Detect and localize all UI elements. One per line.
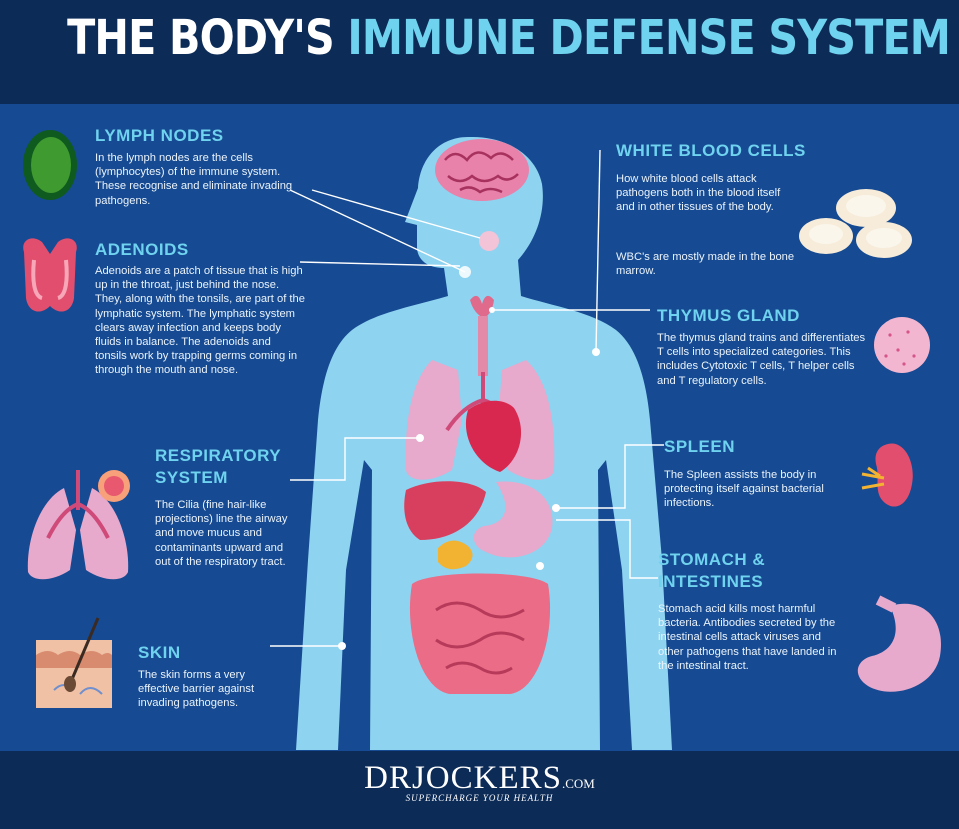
lymph-nodes-heading: LYMPH NODES [95, 126, 224, 145]
respiratory-icon [27, 470, 130, 580]
white-blood-cells-text-2: WBC's are mostly made in the bone marrow… [616, 251, 795, 278]
stomach-organ-icon [473, 481, 553, 558]
white-blood-cells-icon [799, 189, 912, 258]
adenoid-marker [479, 231, 499, 251]
connector-dots [338, 307, 600, 650]
footer-bar [0, 751, 959, 829]
skin-text: The skin forms a very effective barrier … [138, 669, 255, 710]
stomach-heading: STOMACH & INTESTINES [658, 550, 766, 591]
skin-heading: SKIN [138, 643, 181, 662]
lymph-nodes-text: In the lymph nodes are the cells (lympho… [95, 152, 293, 207]
adenoids-text: Adenoids are a patch of tissue that is h… [95, 265, 305, 377]
stomach-text: Stomach acid kills most harmful bacteria… [658, 603, 837, 672]
pancreas-icon [438, 540, 473, 570]
adenoids-heading: ADENOIDS [95, 240, 189, 259]
intestines-icon [409, 573, 551, 694]
respiratory-heading: RESPIRATORY SYSTEM [155, 446, 281, 487]
brand-suffix: .COM [562, 776, 595, 791]
brand-tagline: SUPERCHARGE YOUR HEALTH [405, 793, 554, 803]
white-blood-cells-heading: WHITE BLOOD CELLS [616, 141, 806, 160]
spleen-text: The Spleen assists the body in protectin… [664, 469, 824, 510]
heart-icon [465, 400, 522, 472]
white-blood-cells-text: How white blood cells attack pathogens b… [616, 173, 781, 214]
lungs-icon [405, 360, 555, 480]
thymus-icon [470, 295, 494, 376]
title-part-1: THE BODY'S [67, 10, 335, 66]
thymus-text: The thymus gland trains and differentiat… [657, 332, 866, 387]
spleen-icon [861, 443, 913, 507]
brand-logo: DRJOCKERS.COM SUPERCHARGE YOUR HEALTH [0, 760, 959, 803]
respiratory-text: The Cilia (fine hair-like projections) l… [155, 499, 288, 568]
brand-name: DRJOCKERS [364, 760, 562, 796]
spleen-heading: SPLEEN [664, 437, 736, 456]
skin-icon [36, 617, 112, 708]
stomach-icon [857, 595, 941, 692]
adenoid-icon [23, 238, 77, 312]
connector-lines [270, 149, 664, 647]
liver-icon [404, 481, 486, 540]
lymph-node-icon [23, 130, 77, 200]
page-title: THE BODY'S IMMUNE DEFENSE SYSTEM [67, 10, 951, 66]
title-bar [0, 0, 959, 104]
thymus-heading: THYMUS GLAND [657, 306, 800, 325]
brain-icon [435, 139, 529, 201]
title-part-2: IMMUNE DEFENSE SYSTEM [347, 10, 951, 66]
thymus-cell-icon [874, 317, 930, 373]
